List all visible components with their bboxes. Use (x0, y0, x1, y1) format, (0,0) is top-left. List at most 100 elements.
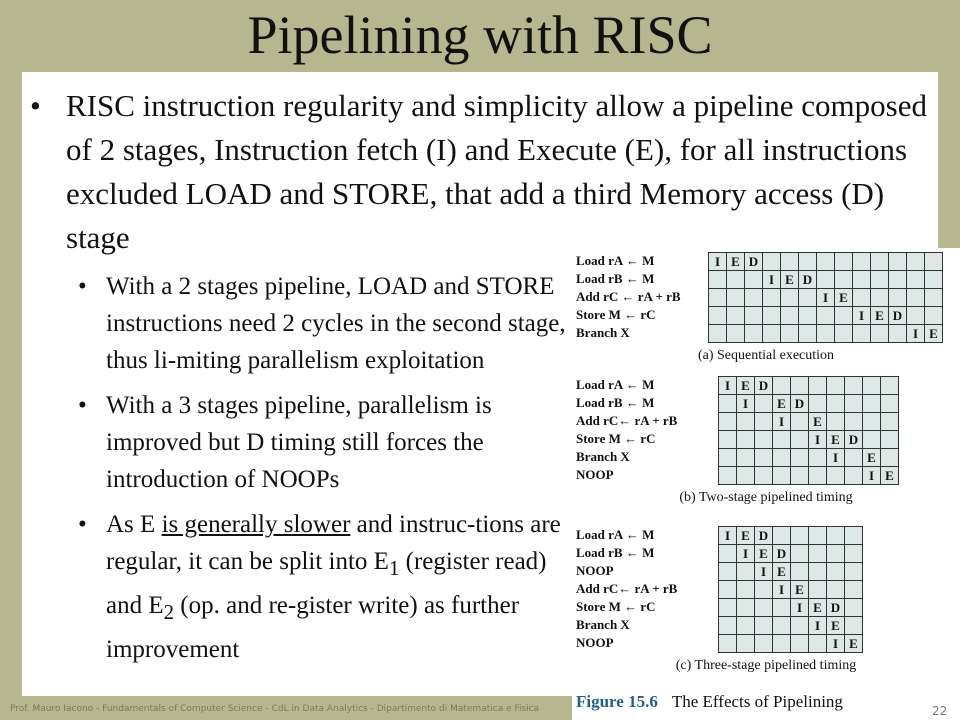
timing-cell: D (790, 394, 809, 413)
panel-caption: (a) Sequential execution (697, 348, 835, 363)
timing-cell (718, 394, 737, 413)
timing-cell (790, 412, 809, 431)
timing-cell (816, 324, 835, 343)
timing-cell (736, 634, 755, 653)
subscript-1: 1 (388, 556, 400, 580)
timing-cell (772, 448, 791, 467)
timing-cell: E (834, 288, 853, 307)
sub-bullet-text-a: As E (106, 511, 162, 538)
timing-cell (808, 466, 827, 485)
timing-cell (754, 598, 773, 617)
timing-cell (736, 430, 755, 449)
instruction-label: Load rA ← M (576, 253, 655, 268)
timing-cell (906, 270, 925, 289)
timing-cell (844, 526, 863, 545)
timing-cell: I (754, 562, 773, 581)
timing-cell (754, 580, 773, 599)
timing-cell: I (718, 526, 737, 545)
timing-cell: I (826, 448, 845, 467)
timing-cell: I (718, 376, 737, 395)
timing-cell (906, 252, 925, 271)
timing-cell (844, 448, 863, 467)
timing-cell (772, 430, 791, 449)
timing-cell: D (798, 270, 817, 289)
timing-cell (708, 306, 727, 325)
timing-cell (754, 394, 773, 413)
timing-cell (708, 270, 727, 289)
timing-cell (736, 466, 755, 485)
timing-cell (906, 306, 925, 325)
panel-caption: (b) Two-stage pipelined timing (679, 490, 853, 505)
timing-cell (780, 306, 799, 325)
main-bullet-text: RISC instruction regularity and simplici… (66, 88, 927, 255)
instruction-label: NOOP (576, 467, 614, 482)
timing-cell (880, 412, 899, 431)
instruction-label: Branch X (576, 617, 630, 632)
timing-cell (924, 270, 943, 289)
timing-cell (844, 466, 863, 485)
timing-cell (726, 306, 745, 325)
timing-cell: E (826, 430, 845, 449)
timing-cell (726, 324, 745, 343)
timing-cell (790, 544, 809, 563)
timing-cell: E (826, 616, 845, 635)
timing-cell (718, 616, 737, 635)
page-number: 22 (932, 704, 948, 718)
bullet-dot: • (78, 392, 87, 419)
timing-cell (790, 562, 809, 581)
timing-cell (762, 324, 781, 343)
instruction-label: Load rB ← M (576, 395, 655, 410)
timing-cell (870, 252, 889, 271)
timing-cell (808, 634, 827, 653)
instruction-label: Branch X (576, 449, 630, 464)
timing-cell (790, 430, 809, 449)
slide-title: Pipelining with RISC (247, 5, 713, 65)
timing-cell: I (736, 394, 755, 413)
timing-cell (754, 466, 773, 485)
panel-caption: (c) Three-stage pipelined timing (675, 658, 857, 673)
timing-cell: E (736, 376, 755, 395)
timing-cell (888, 288, 907, 307)
timing-cell (762, 306, 781, 325)
timing-cell (736, 580, 755, 599)
timing-cell (718, 412, 737, 431)
timing-cell (718, 580, 737, 599)
timing-cell (754, 616, 773, 635)
timing-cell (826, 580, 845, 599)
timing-cell: I (736, 544, 755, 563)
timing-cell (870, 324, 889, 343)
timing-cell: I (862, 466, 881, 485)
timing-cell (808, 394, 827, 413)
timing-cell (798, 324, 817, 343)
timing-cell (888, 270, 907, 289)
timing-cell (772, 376, 791, 395)
instruction-label: Store M ← rC (576, 307, 656, 322)
sub-bullet: • With a 3 stages pipeline, parallelism … (74, 387, 574, 498)
timing-cell (790, 526, 809, 545)
timing-cell (888, 324, 907, 343)
timing-cell (826, 412, 845, 431)
timing-cell (736, 616, 755, 635)
timing-cell (816, 252, 835, 271)
instruction-label: Load rB ← M (576, 271, 655, 286)
timing-cell: I (826, 634, 845, 653)
timing-cell (780, 324, 799, 343)
instruction-label: Branch X (576, 325, 630, 340)
instruction-label: Load rB ← M (576, 545, 655, 560)
timing-cell (790, 616, 809, 635)
timing-cell: D (754, 526, 773, 545)
timing-cell (834, 270, 853, 289)
timing-cell: I (762, 270, 781, 289)
timing-cell: D (754, 376, 773, 395)
